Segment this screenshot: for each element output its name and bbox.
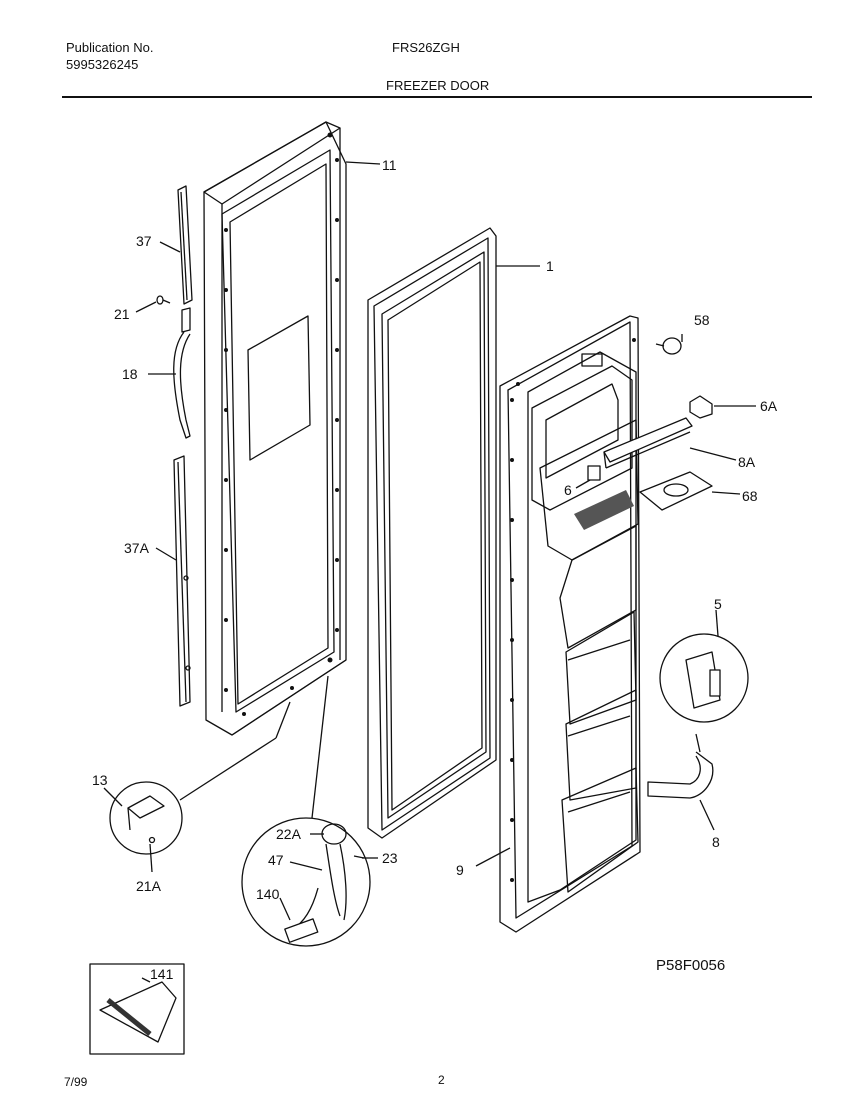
callout-9: 9 xyxy=(456,862,464,878)
box-141 xyxy=(89,963,185,1055)
detail-circle-13 xyxy=(109,781,183,855)
part-6 xyxy=(587,465,601,481)
inner-door-liner xyxy=(499,315,641,933)
callout-8a: 8A xyxy=(738,454,756,470)
callout-6a: 6A xyxy=(760,398,778,414)
callout-1: 1 xyxy=(546,258,554,274)
door-gasket xyxy=(367,227,497,839)
callout-11: 11 xyxy=(382,157,397,173)
callout-13: 13 xyxy=(92,772,108,788)
callout-18: 18 xyxy=(122,366,138,382)
detail-circle-light xyxy=(241,817,371,947)
bracket-8 xyxy=(647,733,714,799)
screw-58 xyxy=(655,337,682,355)
callout-68: 68 xyxy=(742,488,758,504)
bar-8a xyxy=(603,417,693,469)
publication-number: 5995326245 xyxy=(66,57,139,72)
callout-140: 140 xyxy=(256,886,280,902)
callout-37a: 37A xyxy=(124,540,149,556)
callout-141: 141 xyxy=(150,966,174,982)
header-rule xyxy=(62,96,812,98)
handle-trim-37 xyxy=(177,185,193,305)
callout-21a: 21A xyxy=(136,878,161,894)
callout-6: 6 xyxy=(564,482,572,498)
handle-18 xyxy=(173,307,191,439)
callout-37: 37 xyxy=(136,233,152,249)
callout-47: 47 xyxy=(268,852,284,868)
callout-8: 8 xyxy=(712,834,720,850)
callout-22a: 22A xyxy=(276,826,301,842)
callout-58: 58 xyxy=(694,312,710,328)
screw-21 xyxy=(156,295,171,305)
part-68 xyxy=(639,471,713,511)
publication-label: Publication No. xyxy=(66,40,154,55)
leader-lines xyxy=(103,161,756,983)
footer-date: 7/99 xyxy=(64,1075,88,1089)
callout-21: 21 xyxy=(114,306,130,322)
model-number: FRS26ZGH xyxy=(392,40,460,55)
callout-5: 5 xyxy=(714,596,722,612)
detail-circle-5 xyxy=(659,633,749,723)
page-number: 2 xyxy=(438,1073,445,1087)
outer-door-panel xyxy=(203,121,347,736)
clip-6a xyxy=(689,395,713,419)
figure-code: P58F0056 xyxy=(656,957,726,974)
handle-trim-37a xyxy=(173,455,191,707)
callout-23: 23 xyxy=(382,850,398,866)
section-title: FREEZER DOOR xyxy=(386,78,490,93)
